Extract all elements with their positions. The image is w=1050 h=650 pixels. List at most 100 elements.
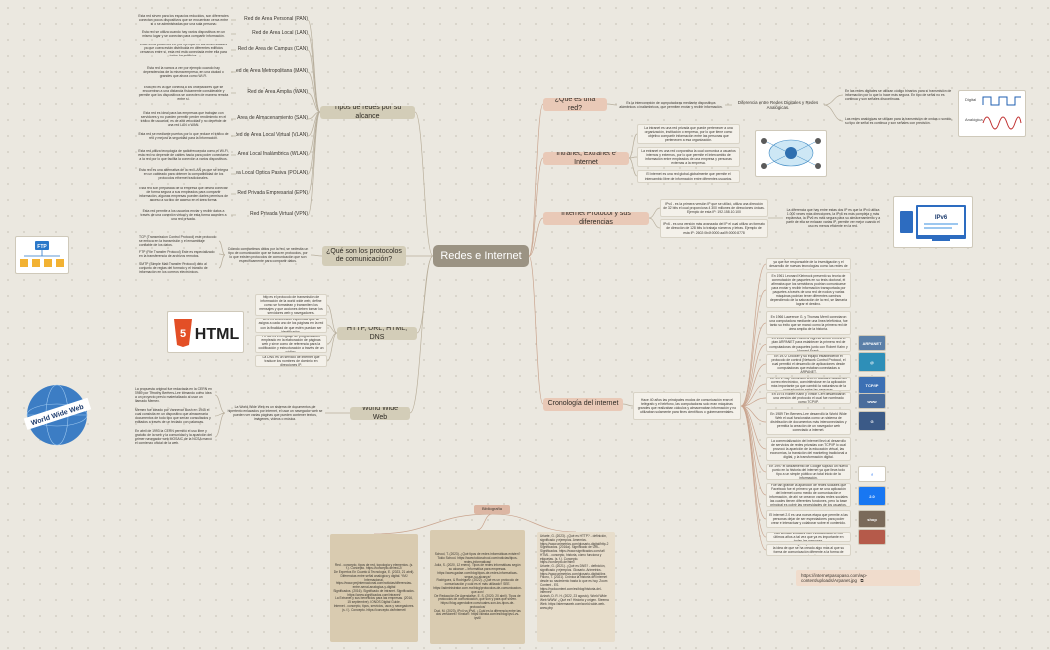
web-thumbnail: G — [858, 411, 886, 431]
http-item-dns: La DNS es un servicio de internet que tr… — [255, 355, 327, 367]
tipo-red-description: Esta red es una alternativa de la red LA… — [139, 168, 228, 180]
thumbnail-label: www — [867, 398, 877, 404]
ipv6-image: IPv6 — [893, 196, 973, 248]
ftp-label: FTP — [37, 244, 47, 250]
red-description: Es la interconexión de computadoras medi… — [619, 100, 723, 109]
http-item-html: HTML es el lenguaje de programación empl… — [255, 335, 327, 353]
bibliografia-column-2: School, T. (2023). ¿Qué tipos de redes i… — [430, 530, 525, 644]
www-description: La World Wide Web es un sistema de docum… — [227, 404, 323, 422]
svg-text:5: 5 — [180, 328, 186, 340]
protocol-item-tcp: TCP (Transmission Control Protocol) este… — [139, 235, 217, 247]
tipo-red-description: Esta red es la que conecta a los ordenad… — [138, 86, 229, 100]
html5-logo-icon: 5 HTML — [174, 319, 240, 347]
cronologia-item: Fue tan grande la aparición de redes soc… — [766, 483, 851, 507]
html-label: HTML — [195, 326, 240, 343]
thumbnail-label: G — [870, 418, 874, 424]
thumbnail-label: ARPANET — [862, 340, 882, 346]
cronologia-item: En 1997 el lanzamiento de Google supuso … — [766, 464, 851, 480]
globe-icon: World Wide Web — [23, 384, 92, 446]
thumbnail-label: @ — [870, 359, 874, 365]
web2-thumbnail: shop — [858, 510, 886, 528]
cronologia-item: En 1989 Tim Berners-Lee desarrolló la Wo… — [766, 409, 851, 435]
analog-label: Analógica — [965, 117, 983, 122]
topic-que-es-una-red[interactable]: ¿Qué es una red? — [543, 98, 607, 111]
tipo-red-description: Esta red es ideal para las empresas que … — [140, 111, 227, 127]
tipo-red-description: Esta red permite a los usuarios enviar y… — [140, 209, 227, 221]
html-illustration: 5 HTML — [167, 311, 244, 353]
ftp-network-icon: FTP — [20, 241, 64, 267]
topic-tipos-de-redes[interactable]: Tipos de redes por su alcance — [320, 106, 415, 119]
source-url-text[interactable]: https://internetpasopaso.com/wp-content/… — [801, 573, 868, 584]
diferencia-redes: Diferencia entre Redes Digitales y Redes… — [737, 99, 819, 110]
tipo-red-description: Esta red se mediante puertos por lo que … — [138, 131, 229, 140]
tipo-red-name[interactable]: Red de Área Personal (PAN) — [244, 16, 308, 23]
protocolos-description: Cuando compartimos datos por la red, se … — [227, 246, 309, 264]
cronologia-item: La comercialización del internet llevó a… — [766, 437, 851, 461]
cronologia-item: En 1974 Robert Kahn y Vinton Cerf desarr… — [766, 392, 851, 404]
tipo-red-name[interactable]: Red de Área Local Virtual (VLAN) — [236, 132, 308, 139]
tipo-red-name[interactable]: Red Privada Virtual (VPN) — [250, 211, 308, 218]
www-item-1993: En abril de 1993 la CERN permitió el uso… — [135, 428, 212, 446]
tipo-red-name[interactable]: Red de Área de Campus (CAN) — [237, 46, 308, 53]
tipo-red-name[interactable]: Red Privada Empresarial (EPN) — [237, 190, 308, 197]
bibliografia-title: Bibliografía — [474, 505, 510, 514]
signal-wave-icon: Digital Analógica — [965, 96, 1022, 130]
topic-cronologia-internet[interactable]: Cronología del internet — [543, 398, 623, 411]
digital-label: Digital — [965, 97, 976, 102]
cronologia-item: En 1972 Ray Tomlinson creó el software b… — [766, 377, 851, 391]
source-url-link[interactable]: https://internetpasopaso.com/wp-content/… — [796, 570, 920, 586]
tipo-red-description: Esta red la vamos a ver por ejemplo cuan… — [143, 66, 224, 78]
cronologia-item: En 1966 Lawrence G. y Thomas Merril cone… — [766, 311, 851, 335]
topic-http-url-html-dns[interactable]: HTTP, URL, HTML, DNS — [337, 327, 417, 340]
tipo-red-name[interactable]: Red de Área Local Óptica Pasiva (POLAN) — [236, 170, 308, 177]
ipv6-label: IPv6 — [935, 215, 948, 221]
thumbnail-label: f — [871, 471, 873, 477]
central-topic[interactable]: Redes e Internet — [433, 245, 529, 267]
arpanet-thumbnail: ARPANET — [858, 335, 886, 351]
intranet-item-intranet: La intranet es una red privada que puede… — [637, 124, 740, 144]
topic-internet-protocol[interactable]: Internet Protocol y sus diferencias — [543, 212, 649, 225]
ip-difference: La diferencia que hay entre estas dos IP… — [785, 207, 881, 229]
ftp-illustration: FTP — [15, 236, 69, 274]
bibliografia-column-1: Red - concepto, tipos de red, topología … — [330, 534, 418, 642]
cronologia-item: El internet 2.0 es una nueva etapa que p… — [766, 510, 851, 528]
protocol-item-smtp: SMTP (Simple Mail Transfer Protocol) dir… — [139, 261, 208, 275]
external-link-icon: ⧉ — [860, 578, 864, 584]
tipo-red-name[interactable]: Red de Área Local (LAN) — [252, 30, 308, 37]
tipo-red-name[interactable]: Red de Área Amplia (WAN) — [247, 89, 308, 96]
email-thumbnail: TCP/IP — [858, 376, 886, 394]
www-item-proposal: La propuesta original fue redactada en l… — [135, 387, 212, 403]
thumbnail-label: 2.0 — [869, 493, 875, 499]
tipo-red-name[interactable]: Red de Área Local Inalámbrica (WLAN) — [236, 151, 308, 158]
ip-item-ipv4: IPv4 - es la primera versión IP que se u… — [660, 199, 768, 217]
topic-intranet-extranet-internet[interactable]: Intranet, Extranet e Internet — [543, 152, 629, 165]
intranet-item-extranet: La extranet es una red corporativa la cu… — [637, 147, 740, 167]
tipo-red-name[interactable]: Red de Área de Almacenamiento (SAN) — [236, 115, 308, 122]
www-globe-illustration: World Wide Web — [20, 380, 95, 450]
topic-protocolos[interactable]: ¿Qué son los protocolos de comunicación? — [322, 246, 406, 266]
tipo-red-description: Esta red sirven para los espacios reduci… — [138, 14, 229, 26]
http-item-http: http es el protocolo de transmisión de i… — [255, 294, 327, 316]
thumbnail-label: shop — [867, 516, 877, 522]
topic-world-wide-web[interactable]: World Wide Web — [350, 407, 410, 420]
tipo-red-name[interactable]: Red de Área Metropolitana (MAN) — [236, 68, 308, 75]
cronologia-item: Las tiendas virtuales han evolucionado e… — [766, 532, 851, 542]
thumbnail-label: TCP/IP — [865, 382, 879, 388]
digital-analog-signal-image: Digital Analógica — [958, 90, 1026, 137]
tipo-red-description: Esta red se utiliza cuando hay varios di… — [141, 29, 226, 38]
facebook-thumbnail: 2.0 — [858, 486, 886, 506]
cronologia-item: ARPA es parte importante de la historia … — [766, 258, 851, 270]
cronologia-item: El avance tecnológico que ha habido, cad… — [766, 544, 851, 556]
ipv6-devices-icon: IPv6 — [900, 205, 966, 241]
intranet-network-image — [755, 130, 827, 177]
red-digital-desc: En las redes digitales se utilizan códig… — [845, 88, 952, 101]
cronologia-description: Hace 40 años las principales modos de co… — [633, 392, 741, 420]
network-thumbnail: @ — [858, 352, 886, 372]
tipo-red-description: Esta red utiliza tecnología de radiofrec… — [138, 148, 229, 162]
tipo-red-description: Esta red son preparada de la empresa que… — [139, 187, 228, 201]
protocol-item-ftp: FTP (File Transfer Protocol) Este es esp… — [139, 249, 215, 258]
red-analogica-desc: Las redes analógicas se utilizan para la… — [845, 116, 953, 125]
cronologia-item: En 1969 cuando Roberts ingresó al ARPA c… — [766, 337, 851, 352]
shop-thumbnail — [858, 529, 886, 545]
